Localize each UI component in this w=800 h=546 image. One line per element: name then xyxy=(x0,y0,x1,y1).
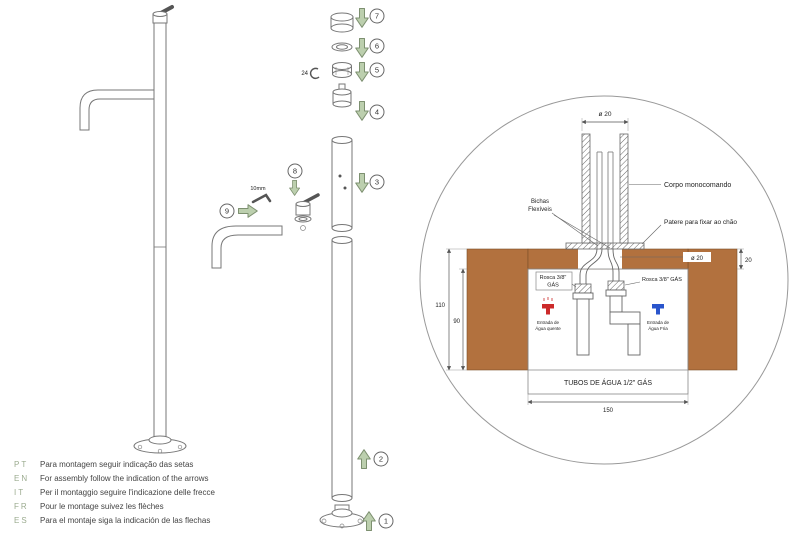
part-base-flange xyxy=(319,504,365,529)
assembly-arrow-right-icon xyxy=(238,204,258,218)
floor-plate xyxy=(565,242,645,250)
cold-inlet-label-line1: Entrada de xyxy=(647,320,670,325)
assembly-arrow-down-icon xyxy=(355,101,369,121)
step-marker-8: 8 xyxy=(287,163,303,179)
step-marker-6: 6 xyxy=(369,38,385,54)
assembly-arrow-down-icon xyxy=(355,62,369,82)
instruction-pt: Para montagem seguir indicação das setas xyxy=(40,460,193,469)
dim-height-total: 110 xyxy=(435,303,445,309)
cold-water-icon xyxy=(652,304,664,315)
lang-code-pt: PT xyxy=(14,460,28,469)
instruction-en: For assembly follow the indication of th… xyxy=(40,474,209,483)
hot-water-icon xyxy=(542,297,554,315)
rosca-left-label-line1: Rosca 3/8" xyxy=(540,275,567,281)
lang-code-it: IT xyxy=(14,488,25,497)
rosca-right-label: Rosca 3/8" GÁS xyxy=(642,276,682,283)
body-wall-left xyxy=(581,133,591,244)
part-upper-tube xyxy=(331,136,353,232)
hex-key-icon xyxy=(251,193,272,204)
step-marker-1: 1 xyxy=(378,513,394,529)
dim-height-recess: 90 xyxy=(453,319,460,325)
assembly-arrow-down-icon xyxy=(355,8,369,28)
dim-dia-hole: ø 20 xyxy=(691,256,704,262)
flexible-hoses xyxy=(579,248,620,284)
recess-box xyxy=(527,268,689,395)
dim-slab: 20 xyxy=(745,258,752,264)
patere-label: Patere para fixar ao chão xyxy=(664,219,737,226)
instruction-fr: Pour le montage suivez les flèches xyxy=(40,502,164,511)
svg-text:6: 6 xyxy=(375,42,379,51)
svg-text:1: 1 xyxy=(384,517,388,526)
svg-text:2: 2 xyxy=(379,455,383,464)
hex-key-size-label: 10mm xyxy=(250,186,266,192)
part-cartridge xyxy=(332,83,352,108)
step-marker-7: 7 xyxy=(369,8,385,24)
bichas-label-line2: Flexíveis xyxy=(528,207,552,213)
floor-right xyxy=(687,248,738,371)
lang-code-en: EN xyxy=(14,474,29,483)
assembly-arrow-up-icon xyxy=(357,449,371,469)
assembled-faucet xyxy=(79,5,187,454)
installation-detail: Entrada de Água quente Entrada de Água F… xyxy=(419,95,789,465)
dim-width: 150 xyxy=(603,408,614,414)
instruction-it: Per il montaggio seguire l'indicazione d… xyxy=(40,488,216,497)
exploded-view: 24 xyxy=(211,8,394,531)
svg-text:4: 4 xyxy=(375,108,379,117)
step-marker-2: 2 xyxy=(373,451,389,467)
floor-left xyxy=(466,248,529,371)
step-marker-9: 9 xyxy=(219,203,235,219)
instruction-es: Para el montaje siga la indicación de la… xyxy=(40,516,210,525)
lang-code-fr: FR xyxy=(14,502,29,511)
left-connection xyxy=(572,283,594,356)
detail-circle xyxy=(419,95,789,465)
assembly-arrow-down-icon xyxy=(289,180,301,196)
corpo-label: Corpo monocomando xyxy=(664,182,731,189)
svg-text:7: 7 xyxy=(375,12,379,21)
hot-inlet-label-line2: Água quente xyxy=(535,325,561,331)
part-ring xyxy=(331,42,353,52)
inner-hoses xyxy=(596,151,614,249)
wrench-size-label: 24 xyxy=(301,71,308,77)
hot-inlet-label-line1: Entrada de xyxy=(537,320,560,325)
svg-text:3: 3 xyxy=(375,178,379,187)
svg-text:5: 5 xyxy=(375,66,379,75)
wrench-icon xyxy=(309,67,320,80)
assembly-arrow-down-icon xyxy=(355,173,369,193)
right-connection xyxy=(605,280,641,356)
dim-dia-top: ø 20 xyxy=(598,111,611,118)
slab-hole xyxy=(578,249,622,269)
part-handle xyxy=(294,193,320,231)
part-lower-tube xyxy=(331,236,353,502)
faucet-spout xyxy=(79,89,155,131)
svg-text:8: 8 xyxy=(293,167,297,176)
bichas-label-line1: Bichas xyxy=(531,199,549,205)
part-nut xyxy=(332,62,352,78)
step-marker-3: 3 xyxy=(369,174,385,190)
svg-text:9: 9 xyxy=(225,207,229,216)
step-marker-5: 5 xyxy=(369,62,385,78)
faucet-column xyxy=(153,22,167,446)
part-spout xyxy=(211,225,283,269)
cold-inlet-label-line2: Água Fria xyxy=(648,325,668,331)
tubos-label: TUBOS DE ÁGUA 1/2" GÁS xyxy=(564,378,652,387)
step-marker-4: 4 xyxy=(369,104,385,120)
assembly-arrow-down-icon xyxy=(355,38,369,58)
assembly-arrow-up-icon xyxy=(362,511,376,531)
lang-code-es: ES xyxy=(14,516,29,525)
instruction-list: PT Para montagem seguir indicação das se… xyxy=(14,460,216,525)
rosca-left-label-line2: GÁS xyxy=(547,282,559,289)
part-cap xyxy=(330,12,354,33)
body-wall-right xyxy=(619,133,629,244)
